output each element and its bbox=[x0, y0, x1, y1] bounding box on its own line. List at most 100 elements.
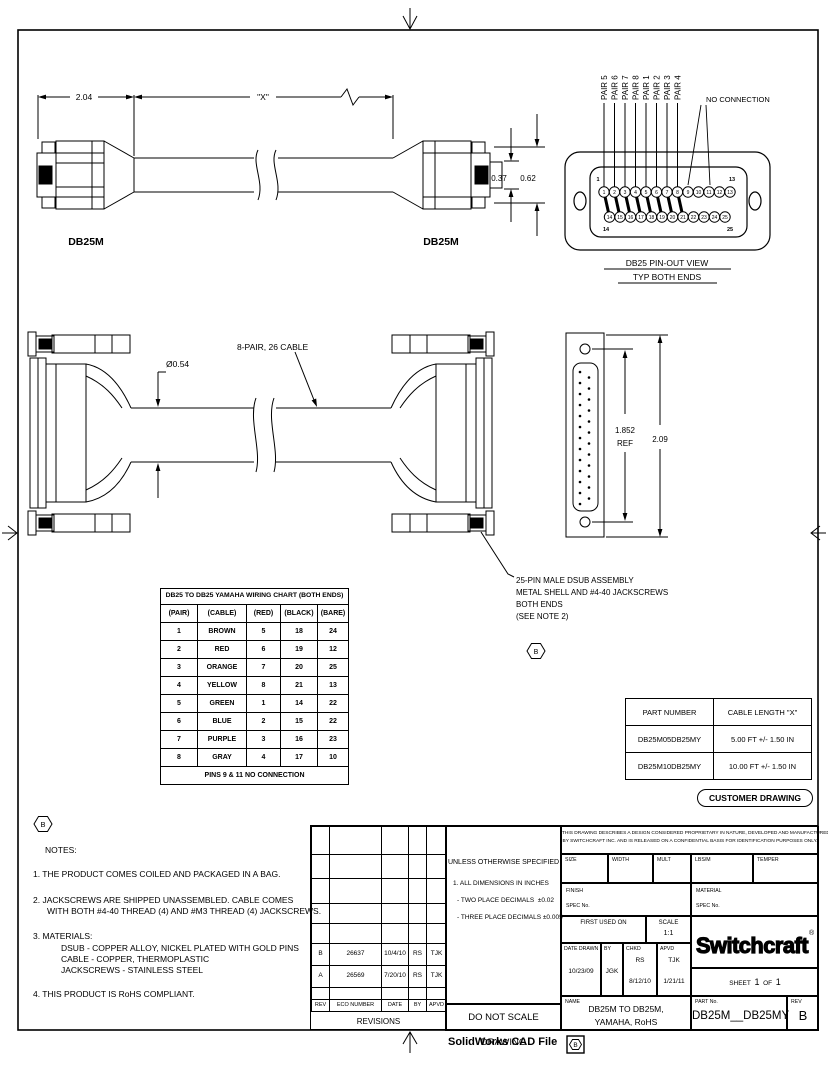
table-cell: GREEN bbox=[197, 694, 247, 713]
rev-col-header: ECO NUMBER bbox=[329, 999, 382, 1012]
pin-number: 4 bbox=[634, 190, 637, 196]
table-cell: 1 bbox=[246, 694, 281, 713]
rev-cell: 26569 bbox=[329, 965, 382, 988]
face-pin-dot bbox=[578, 436, 582, 440]
pin-circle bbox=[719, 211, 731, 223]
table-cell: 6 bbox=[246, 640, 281, 659]
note-3c: JACKSCREWS - STAINLESS STEEL bbox=[61, 965, 204, 975]
wiring-chart: DB25 TO DB25 YAMAHA WIRING CHART (BOTH E… bbox=[159, 588, 350, 785]
table-cell: 19 bbox=[280, 640, 318, 659]
customer-drawing-stamp: CUSTOMER DRAWING bbox=[697, 789, 813, 807]
notes-heading: NOTES: bbox=[45, 845, 77, 855]
svg-text:B: B bbox=[573, 1042, 577, 1049]
face-pin-dot bbox=[578, 414, 582, 418]
rev-cell-box: REV B bbox=[787, 996, 819, 1031]
connector-label-right: DB25M bbox=[423, 236, 459, 248]
face-pin-dot bbox=[578, 491, 582, 495]
table-cell: 23 bbox=[316, 730, 350, 749]
pair-label: PAIR 8 bbox=[632, 75, 641, 100]
pin-number: 15 bbox=[617, 215, 623, 221]
col-header: (CABLE) bbox=[197, 604, 247, 623]
pin-number: 5 bbox=[645, 190, 648, 196]
chkd-cell: CHKD RS 8/12/10 bbox=[623, 943, 657, 996]
dim-037: 0.37 bbox=[491, 174, 507, 183]
tolerance-line-1: 1. ALL DIMENSIONS IN INCHES bbox=[453, 880, 549, 887]
scale-cell: SCALE 1:1 bbox=[646, 916, 691, 943]
table-cell: YELLOW bbox=[197, 676, 247, 695]
table-cell: 5.00 FT +/- 1.50 IN bbox=[713, 725, 812, 753]
table-cell: ORANGE bbox=[197, 658, 247, 677]
face-pin-dot bbox=[587, 387, 591, 390]
pin-number: 14 bbox=[607, 215, 613, 221]
tolerance-block: UNLESS OTHERWISE SPECIFIED 1. ALL DIMENS… bbox=[446, 826, 563, 1004]
table-cell: 7 bbox=[246, 658, 281, 677]
col-header: (BARE) bbox=[316, 604, 350, 623]
centering-mark-bottom bbox=[402, 1031, 418, 1053]
pinout-caption-2: TYP BOTH ENDS bbox=[633, 272, 702, 282]
pin-number: 18 bbox=[649, 215, 655, 221]
table-cell: DB25M05DB25MY bbox=[625, 725, 714, 753]
pin-number: 3 bbox=[624, 190, 627, 196]
col-header: CABLE LENGTH "X" bbox=[713, 698, 812, 726]
rev-cell: B bbox=[311, 943, 330, 966]
revision-row: A 26569 7/20/10 RS TJK bbox=[311, 965, 447, 988]
face-pin-dot bbox=[587, 497, 591, 500]
wiring-chart-header: (PAIR) (CABLE) (RED) (BLACK) (BARE) bbox=[160, 604, 350, 623]
note-3: 3. MATERIALS: bbox=[33, 931, 93, 941]
tolerance-line-2: - TWO PLACE DECIMALS ±0.02 bbox=[457, 897, 555, 904]
material-cell: MATERIAL SPEC No. bbox=[691, 883, 819, 916]
pair-label: PAIR 2 bbox=[653, 75, 662, 100]
face-pin-dot bbox=[578, 458, 582, 462]
svg-text:Switchcraft: Switchcraft bbox=[696, 933, 809, 958]
table-cell: 22 bbox=[316, 694, 350, 713]
table-cell: RED bbox=[197, 640, 247, 659]
pin-number: 10 bbox=[696, 190, 702, 196]
face-pin-dot bbox=[578, 403, 582, 407]
table-cell: 7 bbox=[160, 730, 198, 749]
pair-label: PAIR 3 bbox=[663, 75, 672, 100]
pin-number: 19 bbox=[659, 215, 665, 221]
face-pin-dot bbox=[587, 464, 591, 467]
centering-mark-right bbox=[810, 525, 826, 541]
face-pin-dot bbox=[587, 442, 591, 445]
table-cell: 3 bbox=[246, 730, 281, 749]
table-cell: 25 bbox=[316, 658, 350, 677]
width-cell: WIDTH bbox=[608, 854, 653, 883]
footer-caption: SolidWorks CAD File bbox=[448, 1036, 558, 1048]
pinout-caption-1: DB25 PIN-OUT VIEW bbox=[626, 258, 709, 268]
pin-number: 16 bbox=[628, 215, 634, 221]
col-header: (PAIR) bbox=[160, 604, 198, 623]
table-cell: 17 bbox=[280, 748, 318, 767]
revisions-table: B 26637 10/4/10 RS TJK A 26569 7/20/10 R… bbox=[311, 826, 447, 1031]
table-cell: 8 bbox=[246, 676, 281, 695]
note-1: 1. THE PRODUCT COMES COILED AND PACKAGED… bbox=[33, 869, 281, 879]
rev-col-header: REV bbox=[311, 999, 330, 1012]
face-pin-dot bbox=[587, 376, 591, 379]
finish-cell: FINISH SPEC No. bbox=[561, 883, 691, 916]
svg-text:B: B bbox=[40, 820, 45, 829]
table-cell: 2 bbox=[246, 712, 281, 731]
notes-block: B NOTES: 1. THE PRODUCT COMES COILED AND… bbox=[28, 812, 321, 1030]
note-3b: CABLE - COPPER, THERMOPLASTIC bbox=[61, 954, 210, 964]
dim-062: 0.62 bbox=[520, 174, 536, 183]
face-pin-dot bbox=[578, 381, 582, 385]
part-number-table: PART NUMBER CABLE LENGTH "X" DB25M05DB25… bbox=[625, 698, 812, 780]
table-cell: 15 bbox=[280, 712, 318, 731]
pin-corner-1: 1 bbox=[596, 177, 599, 183]
size-cell: SIZE bbox=[561, 854, 608, 883]
rev-cell: 10/4/10 bbox=[381, 943, 409, 966]
dim-ref-label: REF bbox=[617, 439, 633, 448]
top-view bbox=[36, 87, 545, 236]
pin-number: 24 bbox=[712, 215, 718, 221]
face-pin-dot bbox=[578, 370, 582, 374]
pin-number: 1 bbox=[603, 190, 606, 196]
table-cell: 2 bbox=[160, 640, 198, 659]
